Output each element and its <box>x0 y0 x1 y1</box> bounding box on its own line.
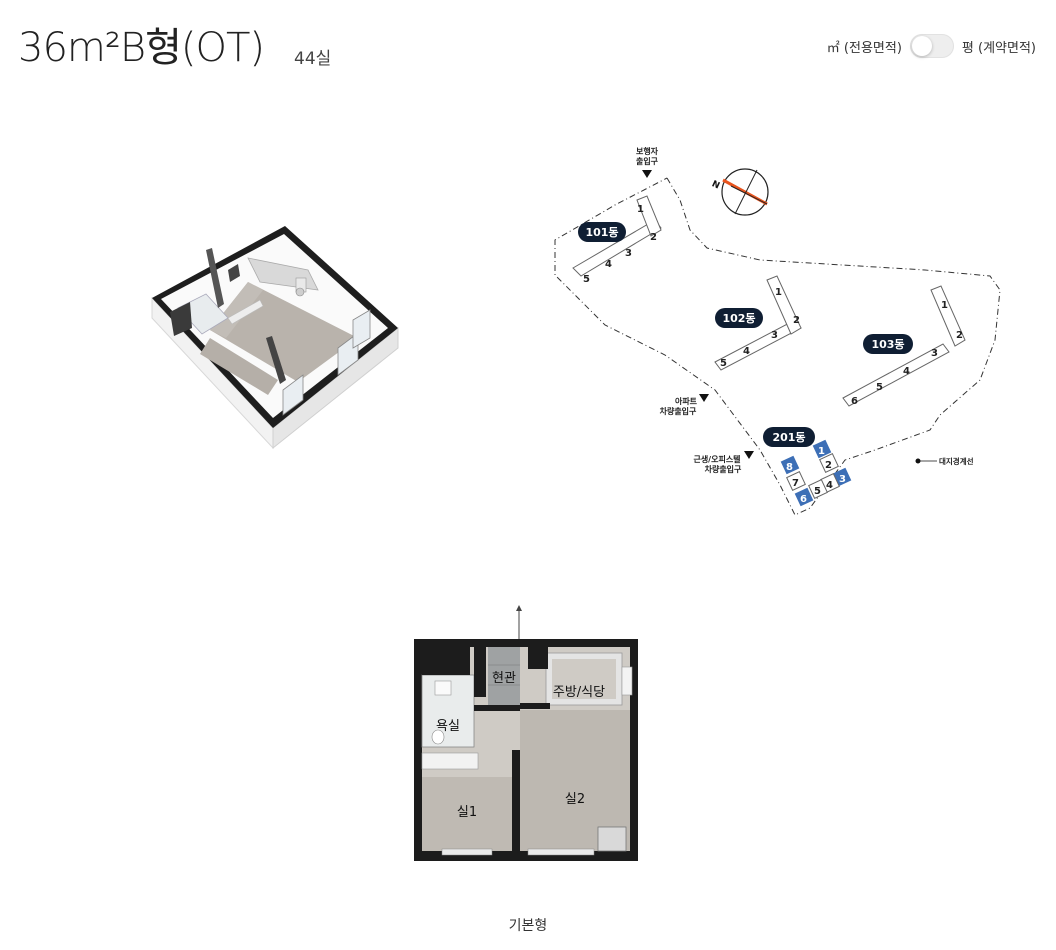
svg-text:2: 2 <box>650 232 657 243</box>
page-header: 36m²B형(OT) 44실 ㎡ (전용면적) 평 (계약면적) <box>0 0 1056 90</box>
svg-text:5: 5 <box>583 274 590 285</box>
svg-text:차량출입구: 차량출입구 <box>705 464 742 474</box>
room-bath-label: 욕실 <box>436 719 460 734</box>
svg-text:2: 2 <box>793 315 800 326</box>
building-badge <box>763 427 815 447</box>
svg-text:1: 1 <box>775 287 782 298</box>
pedestrian-entrance-label-2: 출입구 <box>636 156 659 166</box>
svg-text:3: 3 <box>771 330 778 341</box>
area-unit-pyeong-label: 평 (계약면적) <box>961 40 1036 56</box>
svg-text:4: 4 <box>903 366 910 377</box>
svg-text:차량출입구: 차량출입구 <box>660 406 697 416</box>
pedestrian-entrance-label-1: 보행자 <box>636 146 659 156</box>
building-101: 101동 1 2 3 4 5 <box>572 195 662 285</box>
building-name: 101동 <box>585 226 618 239</box>
svg-text:3: 3 <box>931 348 938 359</box>
svg-text:N: N <box>710 179 721 191</box>
svg-text:근생/오피스텔: 근생/오피스텔 <box>693 454 740 464</box>
area-unit-sqm-label: ㎡ (전용면적) <box>826 40 902 56</box>
svg-text:1: 1 <box>818 446 825 457</box>
building-badge <box>863 334 913 354</box>
building-103: 103동 1 2 3 4 5 6 <box>842 285 966 407</box>
room-2-label: 실2 <box>565 792 585 807</box>
svg-text:5: 5 <box>876 382 883 393</box>
svg-text:1: 1 <box>637 204 644 215</box>
svg-text:4: 4 <box>826 480 833 491</box>
plan-type-caption: 기본형 <box>508 918 548 934</box>
room-kitchen-label: 주방/식당 <box>553 685 605 700</box>
room-1-label: 실1 <box>457 805 477 820</box>
site-map: N 보행자 출입구 101동 1 2 3 4 5 102동 1 2 3 4 5 … <box>554 146 1001 516</box>
isometric-unit-view <box>151 226 399 450</box>
svg-text:8: 8 <box>786 462 793 473</box>
svg-text:2: 2 <box>956 330 963 341</box>
floor-plan: 현관 주방/식당 욕실 실1 실2 <box>414 605 638 861</box>
svg-text:1: 1 <box>941 300 948 311</box>
room-entrance-label: 현관 <box>492 671 516 686</box>
building-badge <box>715 308 763 328</box>
svg-text:4: 4 <box>743 346 750 357</box>
building-badge <box>578 222 626 242</box>
toggle-knob <box>911 36 932 56</box>
entrance-arrow-icon <box>642 170 652 178</box>
compass-icon: N <box>710 168 769 216</box>
svg-text:2: 2 <box>825 460 832 471</box>
svg-text:3: 3 <box>839 474 846 485</box>
svg-text:3: 3 <box>625 248 632 259</box>
unit-count: 44실 <box>294 49 332 69</box>
area-unit-toggle[interactable] <box>909 34 954 58</box>
boundary-label: 대지경계선 <box>939 456 974 466</box>
svg-text:201동: 201동 <box>772 431 805 444</box>
svg-text:103동: 103동 <box>871 338 904 351</box>
svg-text:6: 6 <box>800 494 807 505</box>
svg-text:5: 5 <box>720 358 727 369</box>
building-102: 102동 1 2 3 4 5 <box>714 275 802 371</box>
svg-text:5: 5 <box>814 486 821 497</box>
svg-text:102동: 102동 <box>722 312 755 325</box>
area-unit-toggle-group: ㎡ (전용면적) 평 (계약면적) <box>827 34 1036 58</box>
entrance-arrow-icon <box>744 451 754 459</box>
svg-text:아파트: 아파트 <box>675 396 698 406</box>
building-201: 201동 1 2 3 4 5 6 7 8 <box>763 427 852 507</box>
unit-type-title: 36m²B형(OT) <box>18 25 265 71</box>
svg-text:7: 7 <box>792 478 799 489</box>
svg-text:6: 6 <box>851 396 858 407</box>
svg-text:4: 4 <box>605 259 612 270</box>
entrance-arrow-icon <box>699 394 709 402</box>
